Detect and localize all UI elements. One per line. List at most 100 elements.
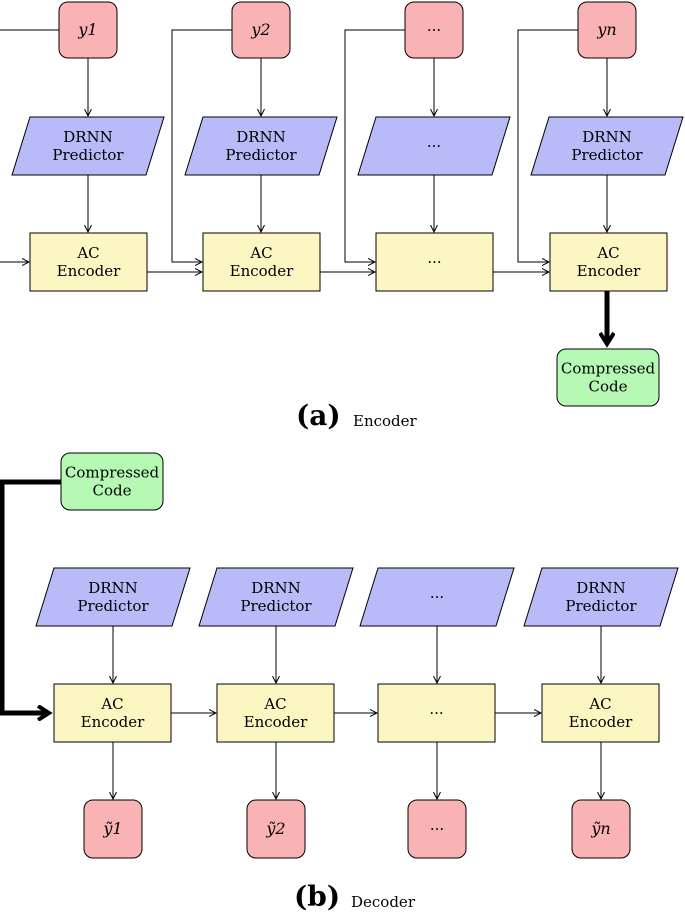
decoder-output-4-shape [571,799,631,859]
encoder-block-4-shape [549,232,668,292]
decoder-predictor-3-shape [359,567,515,627]
decoder-output-1-shape [83,799,143,859]
decoder-output-3-shape [407,799,467,859]
edge-input-bypass-1 [0,29,59,262]
encoder-predictor-2-shape [184,116,338,176]
decoder-predictor-1-shape [35,567,191,627]
encoder-block-2-label: AC [249,244,272,262]
decoder-block-3-shape [377,683,496,743]
decoder-output-2: ỹ2 [246,799,306,859]
encoder-input-4-label: yn [596,20,616,39]
decoder-predictor-1-label: Predictor [77,597,149,615]
decoder-block-3: ··· [377,683,496,743]
decoder-compressed-code-label: Code [93,482,132,500]
edge-input-bypass-4 [517,29,578,262]
decoder-block-3-label: ··· [429,704,443,722]
decoder-block-2-label: AC [263,695,286,713]
decoder-output-4-label: ỹn [590,819,610,838]
decoder-predictor-2-label: Predictor [240,597,312,615]
encoder-input-4: yn [577,1,637,59]
encoder-input-1-label: y1 [77,20,97,39]
decoder-output-3: ··· [407,799,467,859]
encoder-block-4-label: Encoder [577,262,642,280]
encoder-caption-letter: (a) [296,399,341,432]
decoder-block-1-shape [53,683,172,743]
encoder-predictor-2-label: Predictor [225,146,297,164]
encoder-predictor-3: ··· [357,116,511,176]
encoder-predictor-4-label: Predictor [571,146,643,164]
encoder-block-1-shape [29,232,148,292]
encoder-predictor-2-label: DRNN [236,128,286,146]
encoder-input-3-shape [404,1,464,59]
encoder-predictor-1-shape [11,116,165,176]
decoder-caption-text: Decoder [351,893,416,911]
decoder-output-2-label: ỹ2 [265,819,285,838]
decoder-block-2-label: Encoder [244,713,309,731]
decoder-predictor-4-label: DRNN [576,579,626,597]
decoder-block-1-label: Encoder [81,713,146,731]
encoder-predictor-1-label: DRNN [63,128,113,146]
encoder-input-4-shape [577,1,637,59]
encoder-predictor-3-shape [357,116,511,176]
decoder-block-4-label: Encoder [569,713,634,731]
decoder-output-3-label: ··· [430,820,444,838]
decoder-predictor-3: ··· [359,567,515,627]
encoder-compressed-code-label: Code [589,378,628,396]
encoder-predictor-4-shape [530,116,684,176]
encoder-block-4-label: AC [596,244,619,262]
decoder-predictor-2-shape [198,567,354,627]
decoder-compressed-code-shape [60,452,164,511]
encoder-predictor-3-label: ··· [427,137,441,155]
decoder-output-1: ỹ1 [83,799,143,859]
edges [0,29,607,799]
decoder-predictor-3-label: ··· [430,588,444,606]
encoder-compressed-code-shape [556,348,660,407]
edge-code-to-decoder [0,479,61,713]
decoder-block-1-label: AC [100,695,123,713]
decoder-block-2-shape [216,683,335,743]
nodes: y1DRNNPredictorACEncodery2DRNNPredictorA… [11,1,684,859]
edge-input-bypass-2 [171,29,232,262]
encoder-input-2: y2 [231,1,291,59]
encoder-input-1-shape [58,1,118,59]
decoder-block-4-shape [541,683,660,743]
encoder-input-3: ··· [404,1,464,59]
encoder-input-2-shape [231,1,291,59]
decoder-predictor-4-label: Predictor [565,597,637,615]
decoder-block-4-label: AC [588,695,611,713]
encoder-predictor-4-label: DRNN [582,128,632,146]
encoder-caption-text: Encoder [353,412,418,430]
encoder-block-3-shape [375,232,494,292]
decoder-output-1-label: ỹ1 [102,819,122,838]
encoder-block-1-label: Encoder [57,262,122,280]
encoder-input-3-label: ··· [427,21,441,39]
encoder-compressed-code-label: Compressed [561,360,656,378]
decoder-predictor-4-shape [523,567,679,627]
edge-input-bypass-3 [344,29,405,262]
encoder-block-3: ··· [375,232,494,292]
encoder-block-2-shape [202,232,321,292]
decoder-output-2-shape [246,799,306,859]
encoder-input-2-label: y2 [250,20,270,39]
encoder-input-1: y1 [58,1,118,59]
decoder-compressed-code-label: Compressed [65,464,160,482]
encoder-block-1-label: AC [76,244,99,262]
decoder-predictor-2-label: DRNN [251,579,301,597]
encoder-block-2-label: Encoder [230,262,295,280]
decoder-output-4: ỹn [571,799,631,859]
encoder-predictor-1-label: Predictor [52,146,124,164]
